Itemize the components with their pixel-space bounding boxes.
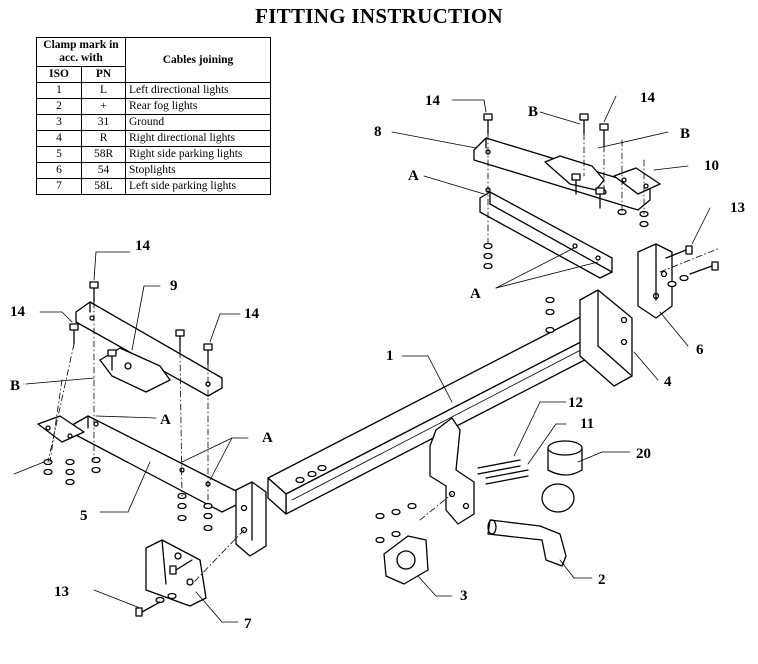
callout-14-left: 14 — [10, 304, 26, 320]
callout-3: 3 — [460, 588, 468, 604]
left-plate-b — [37, 415, 85, 443]
callout-13-right: 13 — [730, 200, 745, 216]
tow-ball-neck — [487, 483, 575, 567]
callout-11: 11 — [580, 416, 594, 432]
header-clamp-mark: Clamp mark in acc. with — [36, 37, 126, 67]
assembly-lines — [47, 133, 721, 583]
callout-13-left: 13 — [54, 584, 69, 600]
callout-a-right-upper: A — [408, 168, 419, 184]
right-side-bracket — [579, 289, 633, 387]
bracket-6 — [637, 243, 673, 319]
callout-14-left-upper: 14 — [135, 238, 151, 254]
callout-b-top: B — [528, 104, 538, 120]
callout-5: 5 — [80, 508, 88, 524]
callout-labels: 14 14 B B 8 10 A 13 A 14 9 14 14 B 1 A A… — [10, 90, 745, 632]
cable-cell: Right directional lights — [125, 130, 271, 147]
header-cables-joining: Cables joining — [125, 37, 271, 83]
left-rail — [73, 415, 239, 513]
table-header-row: Clamp mark in acc. with Cables joining — [36, 37, 271, 83]
socket-plate — [383, 535, 429, 585]
callout-leaders — [13, 95, 711, 623]
callout-a-right-lower: A — [470, 286, 481, 302]
cable-cell: Left side parking lights — [125, 178, 271, 195]
left-top-plate — [75, 301, 223, 397]
callout-10: 10 — [704, 158, 719, 174]
pn-cell: 58R — [81, 146, 126, 163]
callout-a-left-lower: A — [262, 430, 273, 446]
hitch-bolts — [477, 459, 529, 485]
left-side-bracket — [235, 481, 267, 557]
iso-cell: 4 — [35, 130, 83, 147]
callout-4: 4 — [664, 374, 672, 390]
callout-1: 1 — [386, 348, 394, 364]
callout-14-left-right: 14 — [244, 306, 260, 322]
callout-a-left-mid: A — [160, 412, 171, 428]
callout-b-right: B — [680, 126, 690, 142]
callout-9: 9 — [170, 278, 178, 294]
callout-20: 20 — [636, 446, 651, 462]
cable-cell: Stoplights — [125, 162, 271, 179]
callout-8: 8 — [374, 124, 382, 140]
callout-14-topright: 14 — [640, 90, 656, 106]
callout-b-left: B — [10, 378, 20, 394]
cable-joining-table: Clamp mark in acc. with Cables joining I… — [35, 37, 271, 195]
callout-14-top: 14 — [425, 93, 441, 109]
cable-cell: Right side parking lights — [125, 146, 271, 163]
callout-7: 7 — [244, 616, 252, 632]
vertical-bolts — [69, 113, 609, 371]
right-upper-rail — [479, 191, 613, 279]
iso-cell: 7 — [35, 178, 83, 195]
header-pn: PN — [81, 66, 126, 83]
page-title: FITTING INSTRUCTION — [255, 4, 503, 28]
ball-cover — [547, 440, 583, 476]
callout-6: 6 — [696, 342, 704, 358]
callout-12: 12 — [568, 395, 583, 411]
hitch-mount-plate — [429, 417, 475, 525]
callout-2: 2 — [598, 572, 606, 588]
